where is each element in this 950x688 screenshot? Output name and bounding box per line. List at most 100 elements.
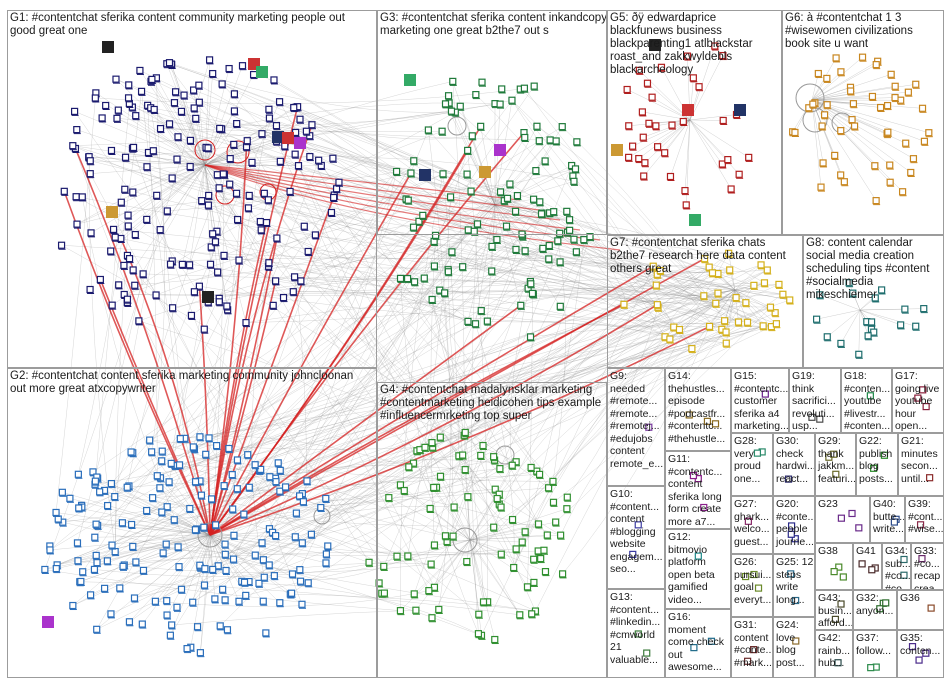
edge: [532, 293, 716, 304]
edge: [428, 129, 454, 537]
edge: [90, 534, 211, 596]
node: [629, 142, 637, 150]
edge: [204, 146, 247, 166]
edge: [404, 490, 471, 541]
node: [493, 235, 501, 244]
node: [296, 115, 304, 123]
edge: [689, 119, 732, 190]
node: [543, 531, 551, 539]
node: [89, 468, 97, 476]
node: [207, 243, 215, 251]
edge: [216, 231, 465, 436]
group-label: G15: #contentc... customer sferika a4 ma…: [734, 370, 789, 432]
edge: [639, 70, 691, 121]
edge: [279, 101, 536, 612]
edge: [139, 70, 206, 166]
node: [517, 301, 525, 309]
edge: [134, 534, 211, 599]
node: [750, 281, 758, 289]
edge: [255, 266, 710, 465]
edge: [430, 235, 436, 546]
edge: [74, 111, 206, 166]
group-box-g23: G23: [815, 496, 870, 543]
edge: [134, 164, 206, 286]
edge: [177, 136, 206, 166]
node: [904, 88, 912, 96]
node: [643, 79, 652, 87]
node: [493, 494, 501, 503]
edge: [90, 160, 206, 166]
node: [156, 484, 164, 492]
node: [410, 278, 419, 286]
edge: [214, 137, 525, 600]
edge: [209, 478, 276, 536]
avatar-node: [272, 131, 284, 143]
node: [196, 433, 204, 441]
node: [909, 155, 918, 163]
edge: [569, 219, 765, 284]
edge: [132, 534, 211, 547]
node: [211, 238, 220, 246]
node: [430, 541, 439, 549]
node: [891, 93, 899, 102]
edge: [120, 238, 463, 269]
edge: [260, 221, 469, 322]
node: [837, 600, 845, 608]
edge: [96, 523, 211, 536]
edge: [209, 534, 256, 556]
edge: [200, 534, 211, 653]
node: [322, 550, 330, 558]
edge: [209, 534, 265, 578]
node: [143, 215, 151, 224]
edge: [670, 119, 691, 177]
node: [189, 598, 197, 606]
edge: [212, 73, 540, 475]
node: [890, 518, 898, 526]
node: [886, 161, 894, 169]
edge: [156, 77, 206, 166]
group-box-g33: G33: #co... recap crea...: [911, 543, 944, 590]
node: [556, 302, 564, 310]
node: [421, 443, 429, 451]
node: [294, 162, 303, 170]
node: [425, 587, 433, 595]
edge: [204, 106, 297, 166]
node: [129, 188, 137, 196]
group-label: G9: needed #remote... #remote... #remote…: [610, 370, 664, 470]
edge: [244, 462, 414, 583]
node: [914, 394, 922, 402]
node: [92, 520, 100, 528]
edge: [493, 304, 625, 528]
edge: [219, 279, 531, 303]
edge: [224, 320, 725, 486]
node: [496, 100, 504, 108]
node: [173, 155, 181, 163]
node: [52, 508, 60, 517]
node: [496, 188, 505, 196]
group-box-g39: G39: #cont... #wise...: [905, 496, 944, 543]
group-box-g25: G25: 12 steps write long...: [773, 554, 815, 617]
edge: [204, 164, 218, 273]
edge: [209, 507, 321, 536]
node: [444, 92, 453, 100]
node: [148, 75, 156, 84]
edge: [469, 461, 517, 541]
node: [77, 577, 85, 586]
node: [448, 248, 456, 256]
edge: [134, 201, 540, 286]
node: [545, 241, 553, 250]
node: [784, 475, 793, 483]
edge: [204, 164, 220, 188]
edge: [204, 164, 250, 196]
node: [570, 235, 578, 243]
node: [814, 69, 822, 78]
edge: [811, 99, 890, 166]
edge: [150, 107, 165, 452]
node: [78, 193, 86, 201]
group-box-g11: G11: #contentc... content sferika long f…: [665, 451, 731, 529]
node: [412, 606, 420, 614]
nodes-layer: [41, 39, 935, 672]
node: [468, 132, 476, 140]
edge: [644, 119, 691, 163]
node: [79, 568, 87, 576]
